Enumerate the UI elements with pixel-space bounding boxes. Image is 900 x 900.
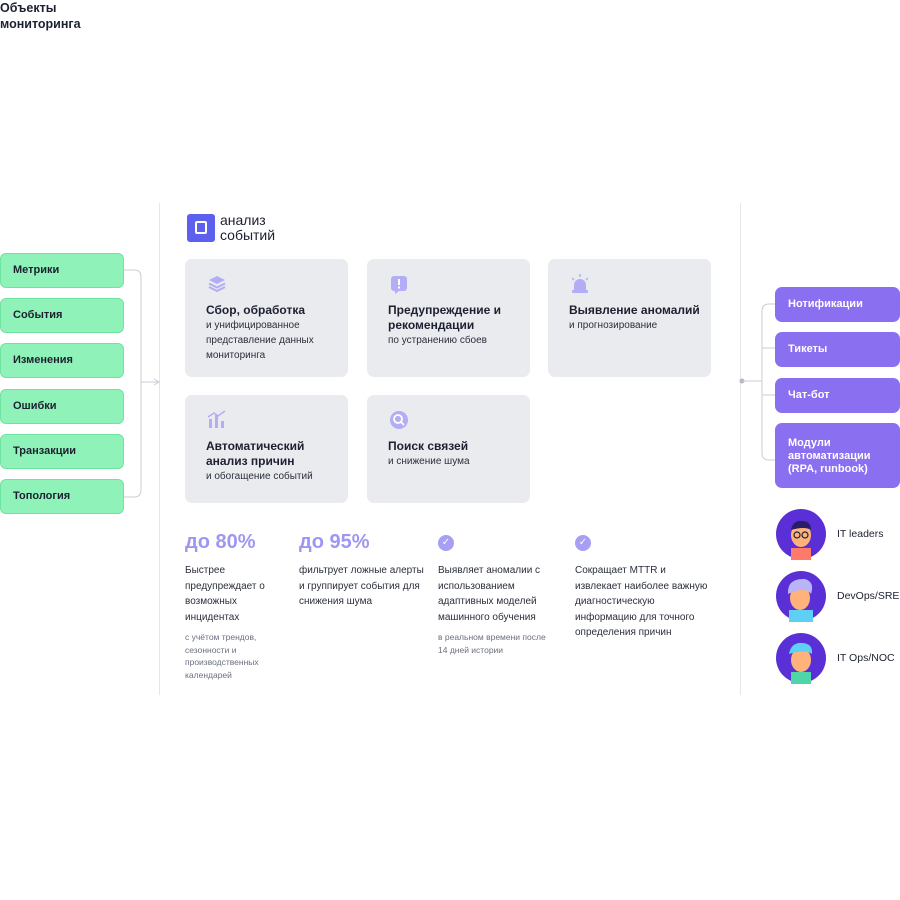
card-title: Предупреждение и рекомендации (388, 303, 501, 332)
search-icon (390, 411, 408, 429)
logo-line-1: анализ (220, 212, 266, 228)
card-subtitle: и снижение шума (388, 456, 470, 467)
stat-value: до 95% (299, 531, 370, 553)
product-logo-text: анализ событий (220, 213, 275, 243)
avatar-it-ops-noc (776, 633, 826, 684)
check-icon: ✓ (438, 535, 454, 551)
stat-note: с учётом трендов, сезонности и производс… (185, 632, 259, 680)
siren-icon (571, 274, 589, 293)
persona-label: IT Ops/NOC (837, 652, 895, 664)
logo-line-2: событий (220, 227, 276, 243)
card-correlation: Поиск связей и снижение шума (367, 395, 530, 503)
output-automation: Модули автоматизации (RPA, runbook) (775, 423, 900, 488)
source-item-changes: Изменения (0, 343, 124, 378)
card-title: Выявление аномалий (569, 303, 700, 317)
alert-icon (391, 276, 407, 294)
card-subtitle: и унифицированное представление данных м… (206, 320, 314, 361)
source-item-errors: Ошибки (0, 389, 124, 424)
bar-chart-icon (207, 410, 226, 428)
stat-value: до 80% (185, 531, 256, 553)
source-item-transactions: Транзакции (0, 434, 124, 469)
source-item-events: События (0, 298, 124, 333)
output-chatbot: Чат-бот (775, 378, 900, 413)
persona-label: IT leaders (837, 528, 884, 540)
stat-note: в реальном времени после 14 дней истории (438, 632, 546, 655)
card-collection: Сбор, обработка и унифицированное предст… (185, 259, 348, 377)
persona-label: DevOps/SRE (837, 590, 900, 602)
card-title: Сбор, обработка (206, 303, 305, 317)
stat-text: Сокращает MTTR и извлекает наиболее важн… (575, 565, 708, 638)
stat-text: Быстрее предупреждает о возможных инциде… (185, 565, 265, 623)
right-divider (740, 203, 741, 695)
source-item-metrics: Метрики (0, 253, 124, 288)
card-anomalies: Выявление аномалий и прогнозирование (548, 259, 711, 377)
card-title: Поиск связей (388, 439, 469, 453)
stat-text: Выявляет аномалии с использованием адапт… (438, 565, 541, 623)
output-tickets: Тикеты (775, 332, 900, 367)
check-icon: ✓ (575, 535, 591, 551)
card-title: Автоматический анализ причин (206, 439, 305, 468)
card-alerting: Предупреждение и рекомендации по устране… (367, 259, 530, 377)
card-root-cause: Автоматический анализ причин и обогащени… (185, 395, 348, 503)
stat-text: фильтрует ложные алерты и группирует соб… (299, 565, 424, 607)
avatar-it-leaders (776, 509, 826, 560)
logo-icon (187, 214, 215, 242)
output-notifications: Нотификации (775, 287, 900, 322)
layers-icon (208, 276, 226, 293)
card-subtitle: по устранению сбоев (388, 335, 487, 346)
card-subtitle: и прогнозирование (569, 320, 658, 331)
sources-title: Объекты мониторинга (0, 1, 81, 31)
avatar-devops-sre (776, 571, 826, 622)
card-subtitle: и обогащение событий (206, 471, 313, 482)
left-divider (159, 203, 160, 695)
source-item-topology: Топология (0, 479, 124, 514)
